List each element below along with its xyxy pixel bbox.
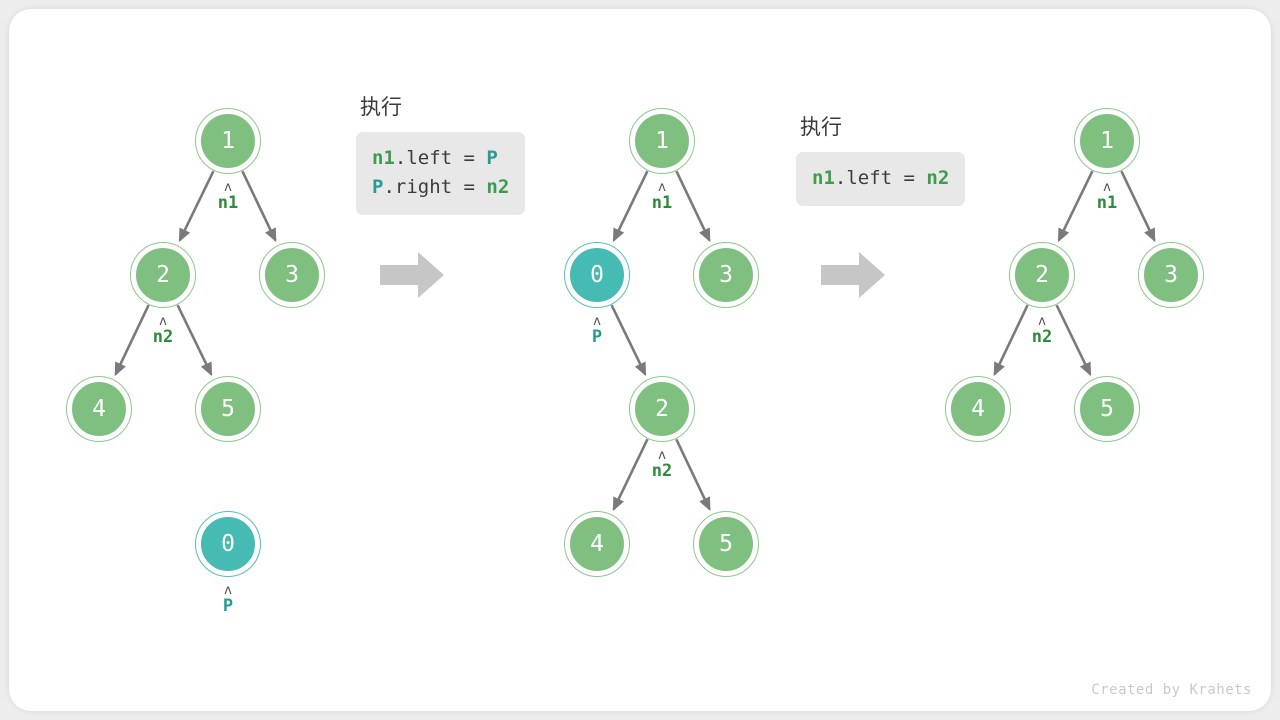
code-line: n1.left = n2 <box>812 164 949 193</box>
tree-edge <box>176 304 213 377</box>
tree-node: 1 <box>1074 108 1140 174</box>
tree-edge <box>1055 304 1092 377</box>
node-value: 2 <box>1035 261 1049 288</box>
code-block: n1.left = n2 <box>796 152 966 206</box>
tree-edge <box>612 170 649 243</box>
node-value: 3 <box>719 261 733 288</box>
tree-node: 5 <box>1074 376 1140 442</box>
tree-node: 1 <box>629 108 695 174</box>
tree-node: 3 <box>259 242 325 308</box>
node-value: 5 <box>221 395 235 422</box>
tree-node: 4 <box>66 376 132 442</box>
credit-footer: Created by Krahets <box>1091 682 1252 698</box>
tree-edge <box>612 438 649 512</box>
node-value: 4 <box>590 530 604 557</box>
tree-edge <box>610 304 647 377</box>
node-value: 1 <box>221 127 235 154</box>
step-arrows <box>380 252 885 298</box>
code-line: n1.left = P <box>372 144 509 173</box>
code-token: .left = <box>394 147 487 169</box>
node-value: 1 <box>655 127 669 154</box>
tree-node: 4 <box>564 511 630 577</box>
code-identifier: n1 <box>812 167 835 189</box>
code-token: .right = <box>383 176 487 198</box>
tree-node: 3 <box>693 242 759 308</box>
code-token: .left = <box>834 167 927 189</box>
node-value: 3 <box>285 261 299 288</box>
tree-edges <box>114 170 1156 512</box>
node-value: 1 <box>1100 127 1114 154</box>
tree-edge <box>675 170 711 243</box>
tree-node: 3 <box>1138 242 1204 308</box>
tree-node: 5 <box>195 376 261 442</box>
node-value: 5 <box>1100 395 1114 422</box>
node-value: 5 <box>719 530 733 557</box>
node-value: 0 <box>221 530 235 557</box>
tree-node: 2 <box>1009 242 1075 308</box>
tree-node: 4 <box>945 376 1011 442</box>
node-value: 0 <box>590 261 604 288</box>
code-line: P.right = n2 <box>372 173 509 202</box>
node-value: 2 <box>655 395 669 422</box>
node-value: 3 <box>1164 261 1178 288</box>
tree-edge <box>1120 170 1156 243</box>
code-identifier: P <box>372 176 384 198</box>
step-arrow-2 <box>821 252 885 298</box>
code-identifier: n1 <box>372 147 395 169</box>
tree-edge <box>114 304 150 377</box>
node-value: 4 <box>92 395 106 422</box>
tree-edge <box>675 438 711 512</box>
tree-node: 1 <box>195 108 261 174</box>
tree-node: 2 <box>629 376 695 442</box>
tree-edge <box>993 304 1029 377</box>
tree-node: 5 <box>693 511 759 577</box>
code-identifier: n2 <box>926 167 950 189</box>
tree-node: 2 <box>130 242 196 308</box>
panel-heading: 执行 <box>360 96 402 119</box>
code-panel: 执行 n1.left = n2 <box>796 116 966 206</box>
code-identifier: P <box>486 147 498 169</box>
tree-node: 0 <box>195 511 261 577</box>
code-identifier: n2 <box>486 176 510 198</box>
tree-edge <box>1057 170 1094 243</box>
step-arrow-1 <box>380 252 444 298</box>
tree-node: 0 <box>564 242 630 308</box>
tree-edge <box>241 170 277 243</box>
panel-heading: 执行 <box>800 116 842 139</box>
node-value: 4 <box>971 395 985 422</box>
node-value: 2 <box>156 261 170 288</box>
tree-edge <box>178 170 215 243</box>
